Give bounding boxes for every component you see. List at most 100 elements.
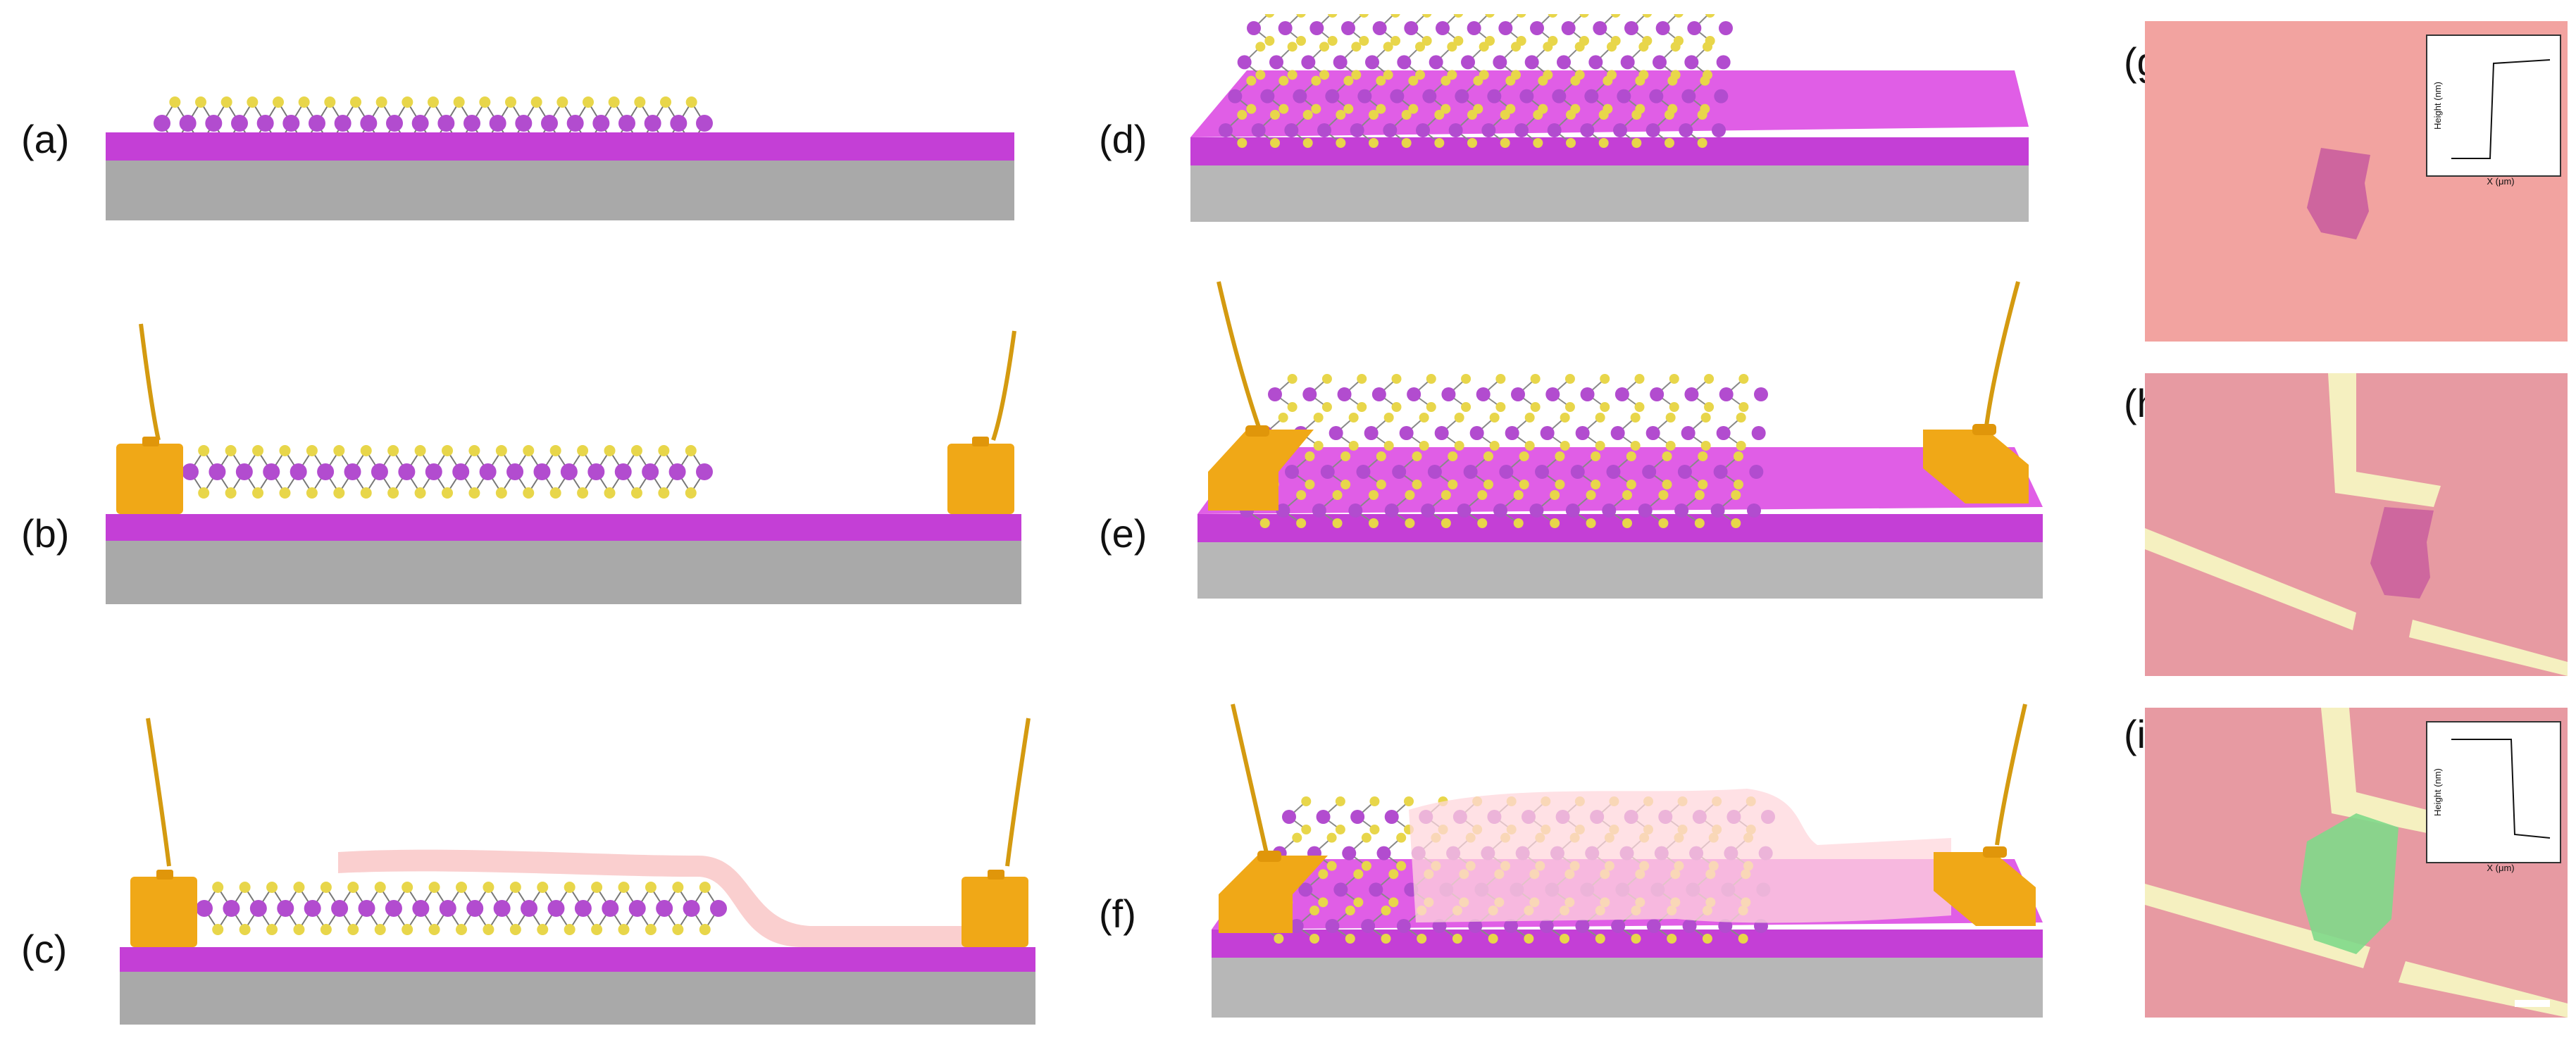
electrode-left-cap-e	[1245, 425, 1269, 437]
chalcogen-atom	[1489, 441, 1500, 451]
metal-atom	[1713, 465, 1728, 479]
metal-atom	[1681, 89, 1696, 104]
chalcogen-atom	[1369, 138, 1379, 148]
metal-atom	[1312, 503, 1326, 518]
chalcogen-atom	[1396, 832, 1407, 843]
substrate-base-d	[1190, 165, 2029, 222]
chalcogen-atom	[1302, 110, 1313, 120]
metal-atom	[1754, 387, 1768, 401]
chalcogen-atom	[428, 96, 439, 108]
metal-atom	[1269, 55, 1283, 70]
chalcogen-atom	[1357, 402, 1367, 412]
metal-atom	[1284, 123, 1299, 137]
metal-atom	[1429, 55, 1443, 70]
chalcogen-atom	[198, 445, 210, 456]
metal-atom	[1436, 21, 1450, 35]
metal-atom	[1565, 503, 1580, 518]
chalcogen-atom	[1361, 861, 1371, 871]
chalcogen-atom	[1631, 934, 1641, 944]
chalcogen-atom	[564, 924, 575, 935]
metal-atom	[1282, 810, 1296, 824]
metal-atom	[1371, 387, 1386, 401]
chalcogen-atom	[1383, 70, 1393, 80]
metal-atom	[1278, 21, 1293, 35]
chalcogen-atom	[1353, 869, 1364, 880]
electrode-right-f	[1934, 852, 2036, 926]
chalcogen-atom	[220, 96, 232, 108]
chalcogen-atom	[658, 445, 670, 456]
chalcogen-atom	[1454, 441, 1464, 451]
chalcogen-atom	[1326, 861, 1337, 871]
metal-atom	[1638, 503, 1653, 518]
metal-atom	[304, 900, 321, 917]
metal-atom	[1498, 21, 1513, 35]
chalcogen-atom	[1705, 14, 1715, 18]
metal-atom	[1719, 387, 1734, 401]
metal-atom	[1468, 919, 1483, 933]
metal-atom	[479, 463, 497, 480]
chalcogen-atom	[1548, 14, 1558, 18]
chalcogen-atom	[495, 445, 507, 456]
chalcogen-atom	[1595, 934, 1605, 944]
chalcogen-atom	[402, 96, 413, 108]
chalcogen-atom	[1419, 413, 1429, 423]
metal-atom	[547, 900, 565, 917]
chalcogen-atom	[1383, 413, 1394, 423]
metal-atom	[1320, 465, 1335, 479]
metal-atom	[1514, 123, 1529, 137]
chalcogen-atom	[1255, 42, 1266, 52]
chalcogen-atom	[1550, 490, 1560, 500]
chalcogen-atom	[1369, 490, 1379, 500]
chalcogen-atom	[320, 882, 332, 893]
chalcogen-atom	[1488, 934, 1498, 944]
metal-atom	[1342, 846, 1357, 861]
chalcogen-atom	[266, 924, 278, 935]
metal-atom	[1611, 919, 1626, 933]
metal-atom	[1614, 387, 1629, 401]
chalcogen-atom	[1237, 110, 1247, 120]
panel-g-optical: Height (nm) X (μm)	[2145, 21, 2568, 342]
chalcogen-atom	[1296, 490, 1307, 500]
chalcogen-atom	[1415, 70, 1425, 80]
chalcogen-atom	[374, 882, 386, 893]
metal-atom	[1404, 21, 1419, 35]
chalcogen-atom	[1566, 138, 1576, 148]
chalcogen-atom	[1467, 110, 1477, 120]
chalcogen-atom	[1318, 869, 1329, 880]
chalcogen-atom	[306, 487, 318, 499]
metal-atom	[1575, 426, 1590, 440]
inset-g-curve	[2451, 59, 2551, 159]
metal-atom	[1301, 55, 1316, 70]
chalcogen-atom	[1697, 110, 1707, 120]
chalcogen-atom	[225, 487, 237, 499]
metal-atom	[179, 115, 197, 132]
chalcogen-atom	[1665, 413, 1676, 423]
bar-i-1	[2321, 708, 2441, 834]
metal-atom	[1469, 426, 1484, 440]
chalcogen-atom	[1391, 374, 1402, 384]
chalcogen-atom	[1500, 138, 1510, 148]
chalcogen-atom	[1453, 36, 1464, 46]
metal-atom	[235, 463, 253, 480]
chalcogen-atom	[1634, 374, 1645, 384]
metal-atom	[1751, 426, 1766, 440]
metal-atom	[628, 900, 646, 917]
metal-atom	[489, 115, 506, 132]
chalcogen-atom	[537, 924, 549, 935]
chalcogen-atom	[1667, 934, 1677, 944]
metal-atom	[1580, 123, 1595, 137]
chalcogen-atom	[1327, 36, 1338, 46]
chalcogen-atom	[483, 882, 494, 893]
chalcogen-atom	[1246, 75, 1257, 86]
metal-atom	[1539, 919, 1554, 933]
metal-atom	[1333, 882, 1348, 897]
chalcogen-atom	[442, 487, 453, 499]
chalcogen-atom	[1731, 518, 1741, 528]
metal-atom	[1463, 465, 1478, 479]
chalcogen-atom	[1598, 110, 1609, 120]
chalcogen-atom	[1555, 480, 1565, 489]
metal-atom	[1499, 465, 1514, 479]
chalcogen-atom	[374, 924, 386, 935]
chalcogen-atom	[1401, 110, 1412, 120]
panel-d	[1190, 14, 2029, 222]
